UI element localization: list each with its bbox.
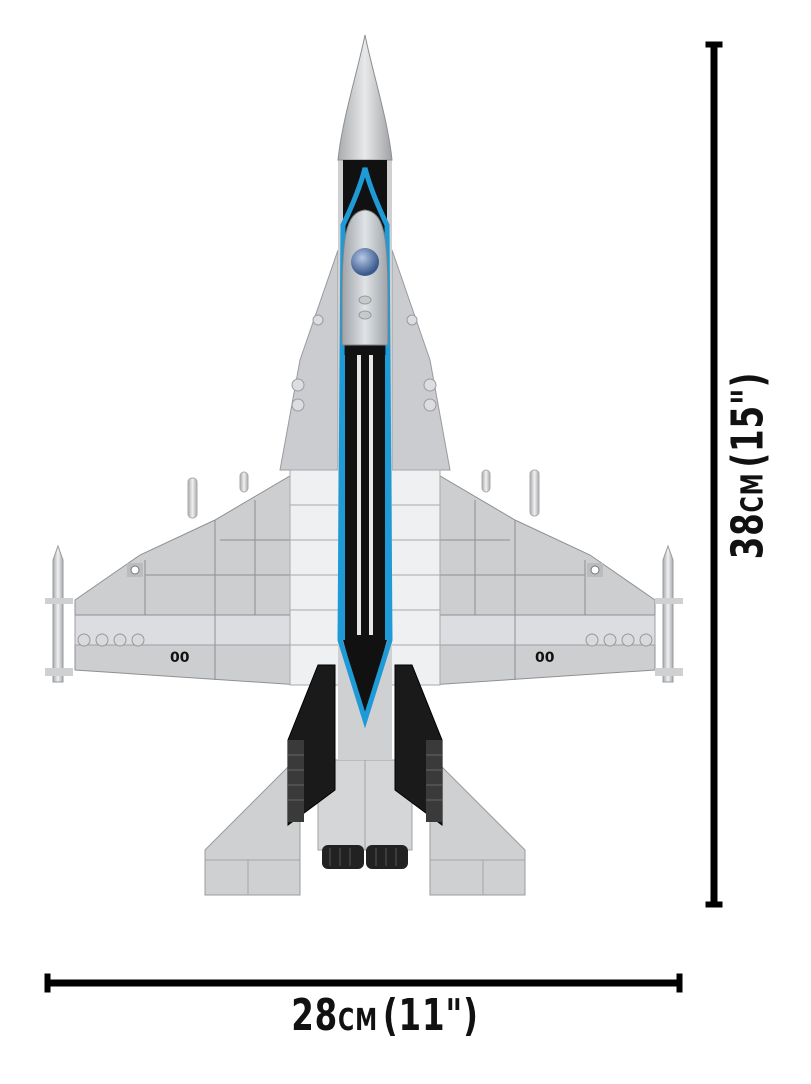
width-unit: CM: [338, 1003, 378, 1038]
width-value: 28: [291, 990, 339, 1041]
wing-missiles: [187, 469, 540, 519]
right-wing: 00: [429, 469, 656, 686]
height-dimension-line: [705, 41, 723, 908]
left-wing-marking: 00: [170, 650, 190, 666]
height-unit: CM: [735, 472, 771, 513]
width-dimension-label: 28CM (11"): [266, 990, 504, 1041]
nose-cone: [337, 34, 393, 161]
right-wingtip-missile: [655, 544, 683, 683]
width-dimension-line: [44, 973, 683, 993]
right-exhaust-nozzle: [366, 845, 408, 869]
width-imperial: (11"): [382, 990, 479, 1041]
left-exhaust-nozzle: [322, 845, 364, 869]
left-wingtip-missile: [45, 544, 73, 683]
height-imperial: (15"): [722, 371, 774, 468]
pilot-helmet: [351, 248, 379, 276]
right-tail-stabilizer: [429, 764, 526, 896]
blue-stripe: [337, 167, 393, 729]
left-vertical-tail: [287, 664, 336, 826]
right-vertical-tail: [394, 664, 443, 826]
left-wing: 00: [74, 469, 301, 686]
height-value: 38: [722, 512, 774, 560]
height-dimension-label: 38CM (15"): [723, 343, 774, 589]
right-wing-marking: 00: [535, 650, 555, 666]
left-tail-stabilizer: [204, 764, 301, 896]
cockpit-canopy: [341, 209, 389, 346]
